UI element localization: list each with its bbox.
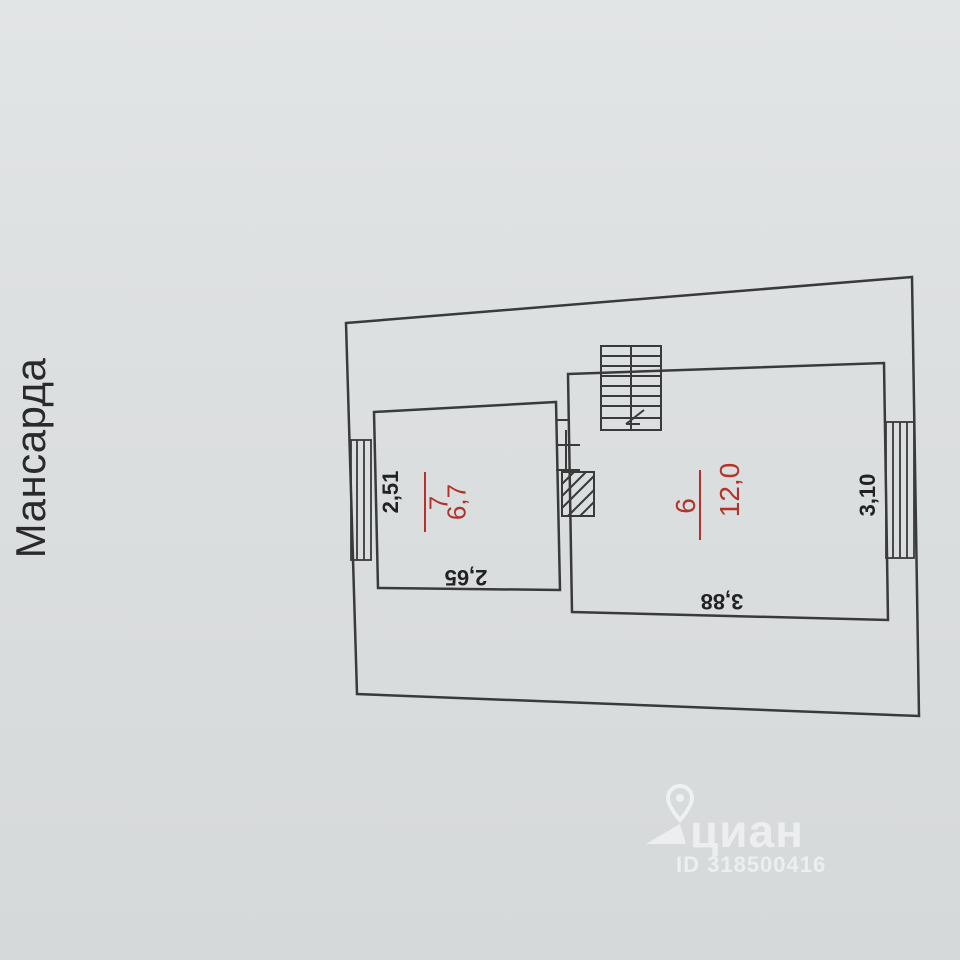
- staircase: [600, 345, 662, 431]
- window-room-7: [350, 439, 372, 561]
- watermark-brand: циан: [690, 805, 804, 857]
- room-6-outline: [566, 361, 890, 622]
- room-6-area: 12,0: [714, 462, 745, 518]
- room-6-depth: 3,10: [855, 473, 880, 517]
- room-7-area: 6,7: [441, 483, 472, 521]
- window-room-6: [885, 421, 915, 559]
- room-6-width: 3,88: [700, 589, 744, 614]
- watermark-pin-icon: [646, 783, 695, 844]
- room-6-number: 6: [670, 498, 701, 514]
- outer-wall: [344, 275, 921, 718]
- room-7-outline: [372, 400, 562, 592]
- room-7-depth: 2,51: [378, 470, 403, 514]
- watermark-id: ID 318500416: [676, 852, 827, 877]
- doorway: [556, 419, 580, 471]
- room-7-width: 2,65: [444, 565, 488, 590]
- chimney: [561, 471, 595, 517]
